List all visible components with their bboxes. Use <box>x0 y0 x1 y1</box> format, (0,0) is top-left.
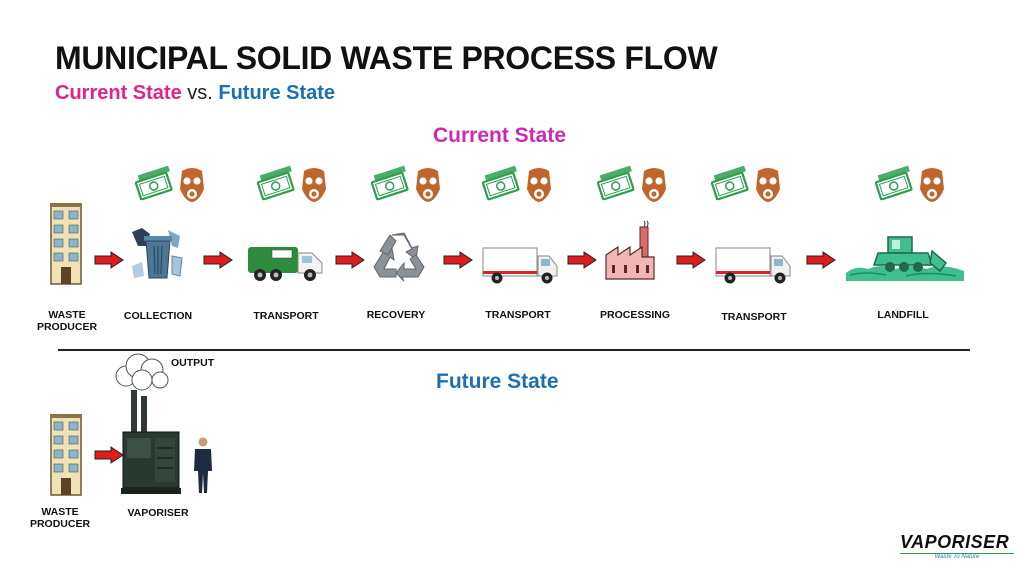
page-title: MUNICIPAL SOLID WASTE PROCESS FLOW <box>55 40 718 76</box>
step-label-transport: TRANSPORT <box>721 311 787 323</box>
step-label-processing: PROCESSING <box>599 309 670 321</box>
money-icon <box>134 165 173 201</box>
subtitle-vs: vs. <box>181 82 219 104</box>
gas-mask-icon <box>920 168 944 202</box>
money-gas-mask-icon <box>370 165 444 210</box>
money-gas-mask-icon <box>710 165 784 210</box>
logo-name: VAPORISER <box>900 532 1010 552</box>
gas-mask-icon <box>180 168 204 202</box>
step-label-collection: COLLECTION <box>123 310 193 322</box>
arrow-icon <box>567 251 597 274</box>
output-label: OUTPUT <box>171 357 215 369</box>
subtitle-future: Future State <box>218 82 336 104</box>
arrow-icon <box>94 446 124 469</box>
smoke-cloud-icon <box>112 352 172 397</box>
factory-icon <box>604 220 656 286</box>
step-label-line: WASTE <box>48 309 86 321</box>
money-icon <box>256 165 295 201</box>
vaporiser-machine-icon <box>121 388 185 503</box>
logo-tagline: Waste To Nature <box>934 554 980 560</box>
step-label-waste-producer: WASTE PRODUCER <box>35 309 99 333</box>
step-label-landfill: LANDFILL <box>877 309 929 321</box>
arrow-icon <box>676 251 706 274</box>
building-icon <box>50 414 82 501</box>
money-gas-mask-icon <box>596 165 670 210</box>
arrow-icon <box>94 251 124 274</box>
arrow-icon <box>443 251 473 274</box>
arrow-icon <box>203 251 233 274</box>
money-gas-mask-icon <box>256 165 330 210</box>
current-state-heading: Current State <box>433 124 567 147</box>
garbage-truck-icon <box>246 243 324 288</box>
gas-mask-icon <box>756 168 780 202</box>
vaporiser-logo: VAPORISER Waste To Nature <box>900 532 1014 560</box>
truck-icon <box>714 246 792 291</box>
gas-mask-icon <box>642 168 666 202</box>
money-icon <box>710 165 749 201</box>
step-label-vaporiser: VAPORISER <box>127 507 189 519</box>
money-icon <box>370 165 409 201</box>
recycle-icon <box>368 229 428 288</box>
step-label-transport: TRANSPORT <box>485 309 551 321</box>
arrow-icon <box>806 251 836 274</box>
step-label-line: WASTE <box>41 506 79 518</box>
gas-mask-icon <box>416 168 440 202</box>
money-gas-mask-icon <box>481 165 555 210</box>
section-divider <box>58 349 970 351</box>
person-icon <box>192 437 214 500</box>
building-icon <box>50 203 82 290</box>
money-gas-mask-icon <box>874 165 948 210</box>
step-label-line: PRODUCER <box>36 321 98 333</box>
step-label-waste-producer: WASTE PRODUCER <box>28 506 92 530</box>
money-icon <box>481 165 520 201</box>
page-subtitle: Current State vs. Future State <box>55 82 335 105</box>
money-icon <box>874 165 913 201</box>
step-label-transport: TRANSPORT <box>253 310 319 322</box>
gas-mask-icon <box>302 168 326 202</box>
subtitle-current: Current State <box>55 82 182 104</box>
money-gas-mask-icon <box>134 165 208 210</box>
trash-bin-icon <box>128 226 186 287</box>
bulldozer-icon <box>846 233 964 286</box>
logo-underline <box>900 553 1014 554</box>
arrow-icon <box>335 251 365 274</box>
gas-mask-icon <box>527 168 551 202</box>
step-label-line: PRODUCER <box>29 518 91 530</box>
step-label-recovery: RECOVERY <box>366 309 426 321</box>
future-state-heading: Future State <box>436 370 559 393</box>
money-icon <box>596 165 635 201</box>
truck-icon <box>481 246 559 291</box>
